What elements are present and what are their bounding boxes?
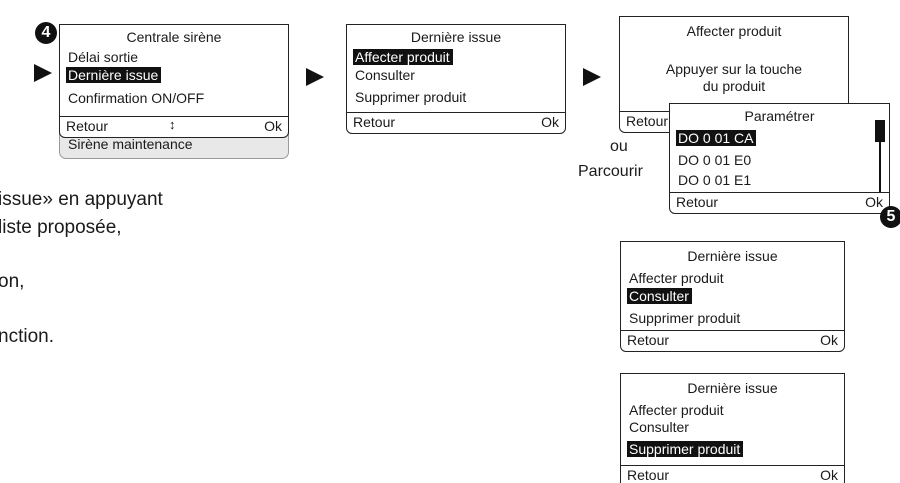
screen-title: Affecter produit [686, 23, 782, 39]
body-text-line: nction. [0, 326, 54, 347]
sirene-maintenance-label: Sirène maintenance [68, 136, 193, 152]
screen-derniere-issue-supprimer: Dernière issue Affecter produit Consulte… [620, 373, 845, 483]
selection-arrow-icon [34, 64, 52, 82]
retour-softkey[interactable]: Retour [626, 113, 669, 129]
instruction-line-1: Appuyer sur la touche [665, 61, 803, 77]
menu-item-supprimer[interactable]: Supprimer produit [629, 310, 741, 326]
screen-footer: Retour Ok [347, 112, 565, 133]
step-badge-4: 4 [35, 22, 57, 44]
product-item[interactable]: DO 0 01 E1 [678, 172, 752, 188]
retour-softkey[interactable]: Retour [627, 467, 670, 483]
screen-parametrer: Paramétrer DO 0 01 CA DO 0 01 E0 DO 0 01… [669, 103, 890, 214]
ok-softkey[interactable]: Ok [264, 118, 282, 134]
screen-derniere-issue-consulter: Dernière issue Affecter produit Consulte… [620, 241, 845, 352]
retour-softkey[interactable]: Retour [353, 114, 396, 130]
screen-footer: Retour Ok [621, 330, 844, 351]
flow-arrow-icon [583, 68, 601, 86]
menu-item-confirmation[interactable]: Confirmation ON/OFF [68, 90, 205, 106]
menu-item-label: Consulter [627, 288, 692, 304]
menu-item-supprimer[interactable]: Supprimer produit [627, 441, 744, 457]
menu-item-affecter-produit[interactable]: Affecter produit [629, 270, 724, 286]
instruction-line-2: du produit [702, 78, 766, 94]
ok-softkey[interactable]: Ok [865, 194, 883, 210]
ok-softkey[interactable]: Ok [541, 114, 559, 130]
scrollbar-track [879, 142, 881, 192]
up-down-icon: ↕ [169, 117, 176, 132]
ok-softkey[interactable]: Ok [820, 467, 838, 483]
menu-item-label: Affecter produit [353, 49, 453, 65]
screen-title: Paramétrer [744, 108, 815, 124]
menu-item-affecter-produit[interactable]: Affecter produit [353, 49, 453, 65]
screen-title: Dernière issue [687, 380, 778, 396]
menu-item-delai-sortie[interactable]: Délai sortie [68, 49, 139, 65]
screen-footer: Retour Ok [621, 465, 844, 483]
parcourir-label: Parcourir [578, 163, 643, 180]
menu-item-consulter[interactable]: Consulter [629, 419, 689, 435]
flow-arrow-icon [306, 68, 324, 86]
screen-footer: Retour ↕ Ok [60, 116, 288, 137]
menu-item-derniere-issue[interactable]: Dernière issue [66, 67, 162, 83]
step-badge-5: 5 [880, 206, 900, 228]
screen-title: Centrale sirène [126, 29, 222, 45]
product-item[interactable]: DO 0 01 E0 [678, 152, 752, 168]
menu-item-consulter[interactable]: Consulter [627, 288, 692, 304]
retour-softkey[interactable]: Retour [676, 194, 719, 210]
body-text-line: on, [0, 271, 25, 292]
screen-centrale-sirene: Centrale sirène Délai sortie Dernière is… [59, 24, 289, 138]
scrollbar-thumb[interactable] [875, 120, 885, 142]
menu-item-affecter-produit[interactable]: Affecter produit [629, 402, 724, 418]
screen-title: Dernière issue [687, 248, 778, 264]
menu-item-label: Dernière issue [66, 67, 162, 83]
body-text-line: liste proposée, [0, 217, 122, 238]
menu-item-consulter[interactable]: Consulter [355, 67, 415, 83]
retour-softkey[interactable]: Retour [66, 118, 109, 134]
ou-label: ou [610, 138, 628, 155]
ok-softkey[interactable]: Ok [820, 332, 838, 348]
body-text-line: issue» en appuyant [0, 189, 163, 210]
retour-softkey[interactable]: Retour [627, 332, 670, 348]
menu-item-label: Supprimer produit [627, 441, 744, 457]
menu-item-supprimer[interactable]: Supprimer produit [355, 89, 467, 105]
product-item-label: DO 0 01 CA [676, 130, 757, 146]
product-item[interactable]: DO 0 01 CA [676, 130, 757, 146]
screen-footer: Retour Ok [670, 192, 889, 213]
screen-derniere-issue: Dernière issue Affecter produit Consulte… [346, 24, 566, 134]
screen-title: Dernière issue [410, 29, 502, 45]
